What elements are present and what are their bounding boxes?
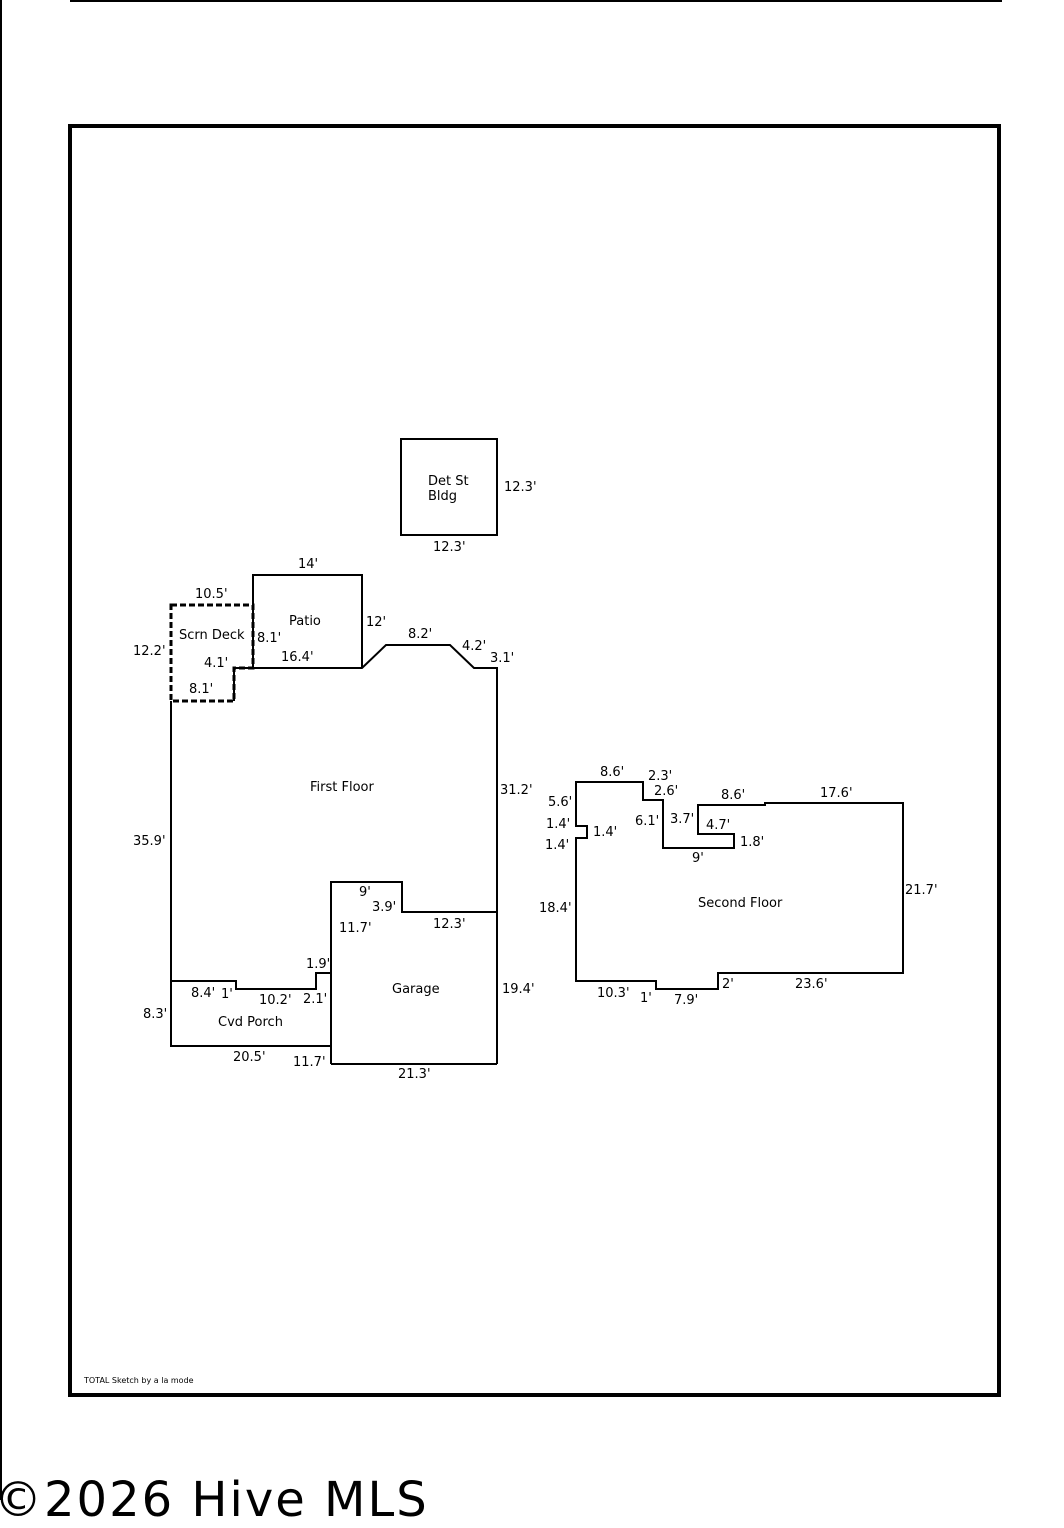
garage-label: Garage xyxy=(392,982,440,997)
dim-label: 11.7' xyxy=(293,1055,326,1070)
page-left-edge xyxy=(0,0,2,1500)
dim-label: 8.1' xyxy=(189,682,213,697)
dim-label: 1.9' xyxy=(306,957,330,972)
dim-label: 8.6' xyxy=(600,765,624,780)
first-floor-label: First Floor xyxy=(310,780,374,795)
dim-label: 10.5' xyxy=(195,587,228,602)
dim-label: 3.1' xyxy=(490,651,514,666)
sketch-frame xyxy=(68,124,1001,1397)
dim-label: 8.3' xyxy=(143,1007,167,1022)
dim-label: 23.6' xyxy=(795,977,828,992)
dim-label: 2' xyxy=(722,977,734,992)
first-floor-top-outline xyxy=(233,644,498,1064)
dim-label: 3.9' xyxy=(372,900,396,915)
dim-label: 1.4' xyxy=(546,817,570,832)
dim-label: 19.4' xyxy=(502,982,535,997)
dim-label: 14' xyxy=(298,557,318,572)
dim-label: 21.7' xyxy=(905,883,938,898)
first-floor-outline xyxy=(170,701,331,990)
det-bldg-label-1: Det St xyxy=(428,474,469,489)
dim-label: 8.1' xyxy=(257,631,281,646)
garage-outline xyxy=(330,881,497,1064)
dim-label: 12' xyxy=(366,615,386,630)
cvd-porch-label: Cvd Porch xyxy=(218,1015,283,1030)
dim-label: 2.1' xyxy=(303,992,327,1007)
dim-label: 6.1' xyxy=(635,814,659,829)
dim-label: 31.2' xyxy=(500,783,533,798)
dim-label: 8.4' xyxy=(191,986,215,1001)
dim-label: 35.9' xyxy=(133,834,166,849)
dim-label: 12.3' xyxy=(433,917,466,932)
dim-label: 17.6' xyxy=(820,786,853,801)
dim-label: 12.3' xyxy=(433,540,466,555)
patio-outline xyxy=(252,574,363,668)
dim-label: 12.2' xyxy=(133,644,166,659)
dim-label: 9' xyxy=(359,885,371,900)
cvd-porch-outline xyxy=(170,981,331,1047)
dim-label: 18.4' xyxy=(539,901,572,916)
det-bldg-label-2: Bldg xyxy=(428,489,457,504)
dim-label: 21.3' xyxy=(398,1067,431,1082)
dim-label: 4.1' xyxy=(204,656,228,671)
dim-label: 11.7' xyxy=(339,921,372,936)
dim-label: 1' xyxy=(221,987,233,1002)
dim-label: 5.6' xyxy=(548,795,572,810)
dim-label: 8.2' xyxy=(408,627,432,642)
dim-label: 1.4' xyxy=(545,838,569,853)
dim-label: 20.5' xyxy=(233,1050,266,1065)
dim-label: 2.3' xyxy=(648,769,672,784)
dim-label: 7.9' xyxy=(674,993,698,1008)
dim-label: 8.6' xyxy=(721,788,745,803)
dim-label: 10.2' xyxy=(259,993,292,1008)
scrn-deck-label: Scrn Deck xyxy=(179,628,245,643)
dim-label: 16.4' xyxy=(281,650,314,665)
det-st-bldg-outline xyxy=(400,438,498,536)
sketch-credit: TOTAL Sketch by a la mode xyxy=(84,1376,194,1385)
watermark: ©2026 Hive MLS xyxy=(0,1472,429,1528)
dim-label: 12.3' xyxy=(504,480,537,495)
top-frame xyxy=(70,0,1002,2)
second-floor-label: Second Floor xyxy=(698,896,783,911)
dim-label: 4.7' xyxy=(706,818,730,833)
dim-label: 1' xyxy=(640,991,652,1006)
dim-label: 1.8' xyxy=(740,835,764,850)
dim-label: 10.3' xyxy=(597,986,630,1001)
patio-label: Patio xyxy=(289,614,321,629)
scrn-deck-outline xyxy=(169,603,255,703)
dim-label: 1.4' xyxy=(593,825,617,840)
dim-label: 4.2' xyxy=(462,639,486,654)
dim-label: 2.6' xyxy=(654,784,678,799)
dim-label: 9' xyxy=(692,851,704,866)
dim-label: 3.7' xyxy=(670,812,694,827)
second-floor-outline xyxy=(575,781,904,990)
